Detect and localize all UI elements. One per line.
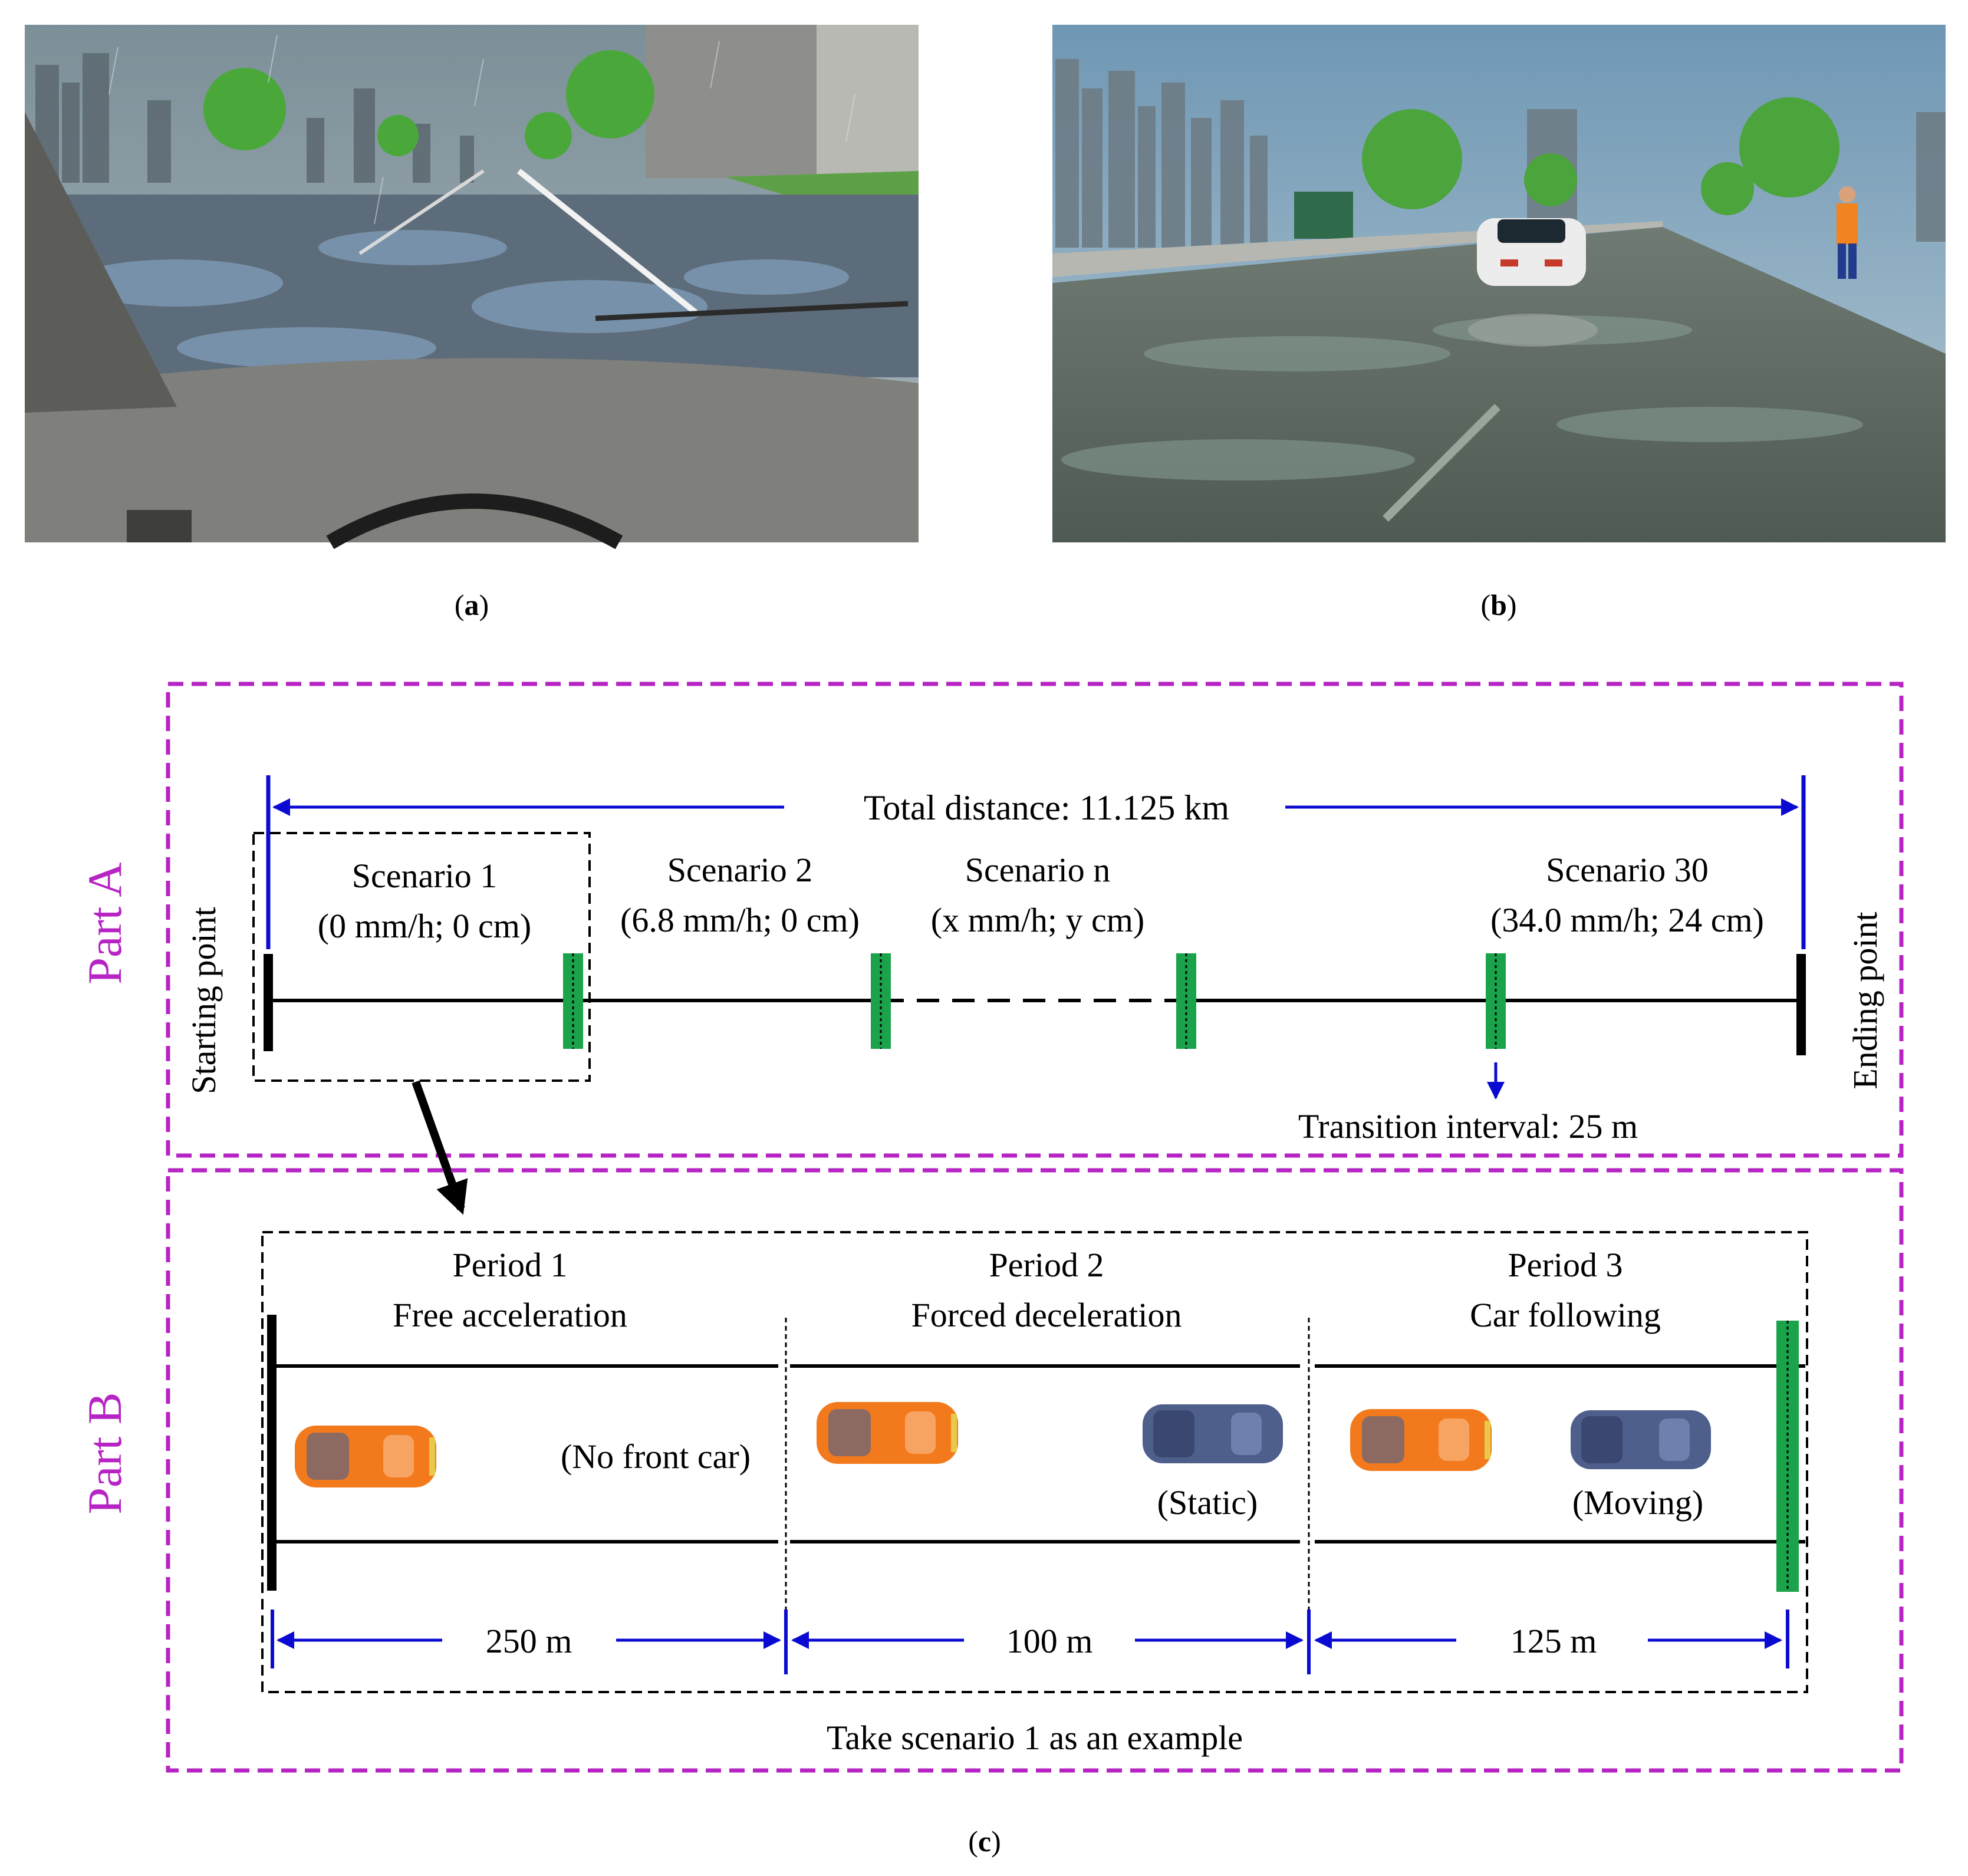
ending-point-label: Ending point	[1846, 911, 1884, 1089]
period-end-transition-marker	[1776, 1321, 1799, 1592]
example-note: Take scenario 1 as an example	[827, 1719, 1243, 1757]
part-b-frame	[166, 1168, 1904, 1773]
pedestrian	[1837, 186, 1858, 279]
starting-point-label: Starting point	[185, 907, 223, 1094]
period-2-length: 100 m	[1006, 1622, 1093, 1660]
front-car-static	[1143, 1404, 1283, 1463]
start-marker	[264, 954, 273, 1051]
scenario-1-name: Scenario 1	[352, 857, 497, 895]
scenario-30-params: (34.0 mm/h; 24 cm)	[1490, 901, 1764, 939]
transition-marker-4	[1486, 953, 1506, 1049]
total-distance-label: Total distance: 11.125 km	[864, 788, 1229, 827]
period-3-title: Period 3	[1508, 1246, 1623, 1284]
transition-marker-2	[871, 953, 891, 1049]
period-1-length: 250 m	[486, 1622, 572, 1660]
photo-a-rain-scene	[25, 25, 919, 549]
caption-b: (b)	[1480, 588, 1516, 621]
length-dimension-2	[784, 1610, 1304, 1674]
static-note: (Static)	[1157, 1483, 1258, 1522]
subject-car-period-2	[817, 1402, 958, 1464]
length-dimension-1	[271, 1610, 781, 1668]
period-3-length: 125 m	[1510, 1622, 1597, 1660]
scenario-2-name: Scenario 2	[667, 851, 812, 889]
scenario-2-params: (6.8 mm/h; 0 cm)	[620, 901, 860, 939]
scenario-1-highlight-box	[252, 832, 591, 1082]
front-car-moving	[1571, 1410, 1711, 1469]
part-a-label: Part A	[78, 862, 131, 984]
period-2-desc: Forced deceleration	[911, 1296, 1182, 1334]
transition-interval-label: Transition interval: 25 m	[1298, 1107, 1638, 1146]
white-car	[1477, 218, 1586, 286]
zoom-arrow	[412, 1080, 468, 1215]
part-a-frame	[166, 682, 1904, 1158]
scenario-n-name: Scenario n	[965, 851, 1110, 889]
period-3-desc: Car following	[1470, 1296, 1661, 1334]
caption-c: (c)	[968, 1825, 1001, 1858]
example-box	[261, 1231, 1808, 1693]
scenario-30-name: Scenario 30	[1546, 851, 1708, 889]
caption-a: (a)	[455, 588, 489, 621]
scenario-n-params: (x mm/h; y cm)	[931, 901, 1144, 939]
moving-note: (Moving)	[1572, 1483, 1703, 1522]
transition-marker-3	[1176, 953, 1196, 1049]
end-marker	[1796, 954, 1806, 1055]
subject-car-period-1	[295, 1426, 436, 1487]
length-dimension-3	[1307, 1610, 1789, 1674]
no-front-car-note: (No front car)	[561, 1437, 751, 1476]
photo-b-flood-scene	[1052, 25, 1946, 542]
part-b-label: Part B	[78, 1392, 131, 1514]
period-1-title: Period 1	[453, 1246, 568, 1284]
building-right	[646, 25, 817, 178]
subject-car-period-3	[1350, 1409, 1492, 1471]
period-2-title: Period 2	[989, 1246, 1104, 1284]
transition-marker-1	[563, 953, 583, 1049]
scenario-1-params: (0 mm/h; 0 cm)	[318, 907, 531, 945]
period-1-desc: Free acceleration	[393, 1296, 627, 1334]
period-start-marker	[267, 1315, 277, 1591]
